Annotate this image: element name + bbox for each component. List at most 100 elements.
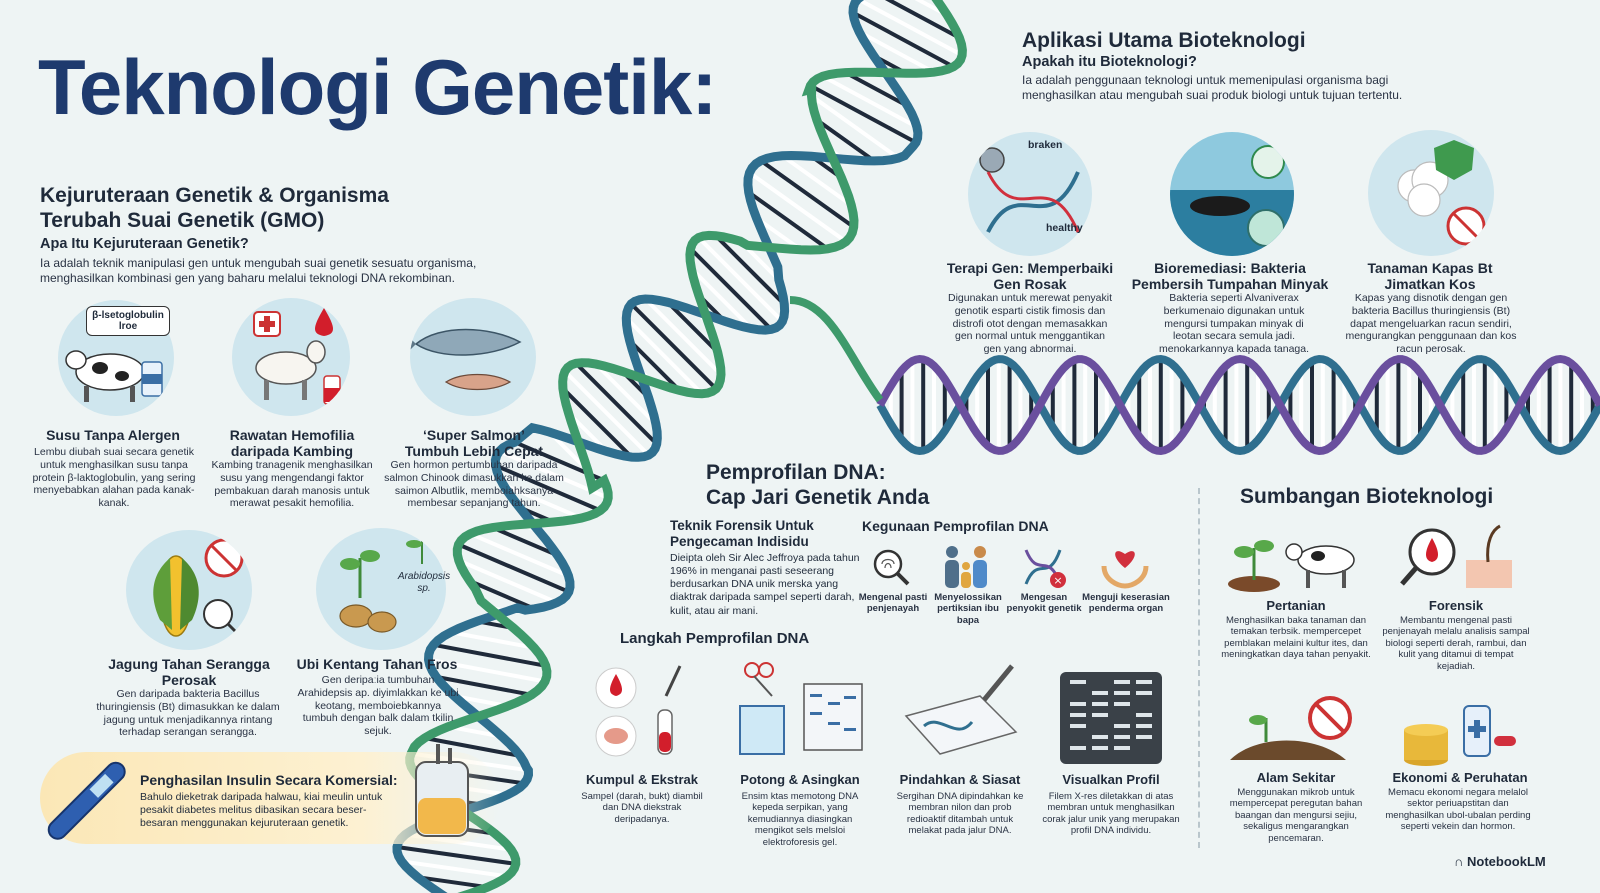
apps-title: Aplikasi Utama Bioteknologi (1022, 29, 1306, 52)
protein-speech-bubble: β-lsetoglobulin lroe (86, 306, 170, 336)
cotton-icon (1397, 140, 1486, 246)
helix-base-pair (594, 362, 658, 426)
card-title-gene-therapy: Terapi Gen: Memperbaiki Gen Rosak (946, 260, 1114, 293)
forensic-magnifier-icon (1396, 522, 1516, 594)
contrib-title-agriculture: Pertanian (1266, 598, 1326, 613)
contrib-desc-agriculture: Menghasilkan baka tanaman dan temakan te… (1221, 615, 1371, 661)
gmo-description: Ia adalah teknik manipulasi gen untuk me… (40, 256, 560, 286)
use-genetic-disease: Mengesan penyokit genetik (1006, 592, 1082, 615)
helix-base-pair (815, 118, 876, 163)
card-desc-bioremediation: Bakteria seperti Alvaniverax berkumenaio… (1158, 292, 1310, 356)
gene-therapy-illustration (968, 132, 1092, 256)
step-desc-collect: Sampel (darah, bukt) diambil dan DNA die… (581, 791, 703, 825)
helix-base-pair (759, 159, 855, 229)
sample-extract-icon (590, 660, 700, 764)
card-desc-frost-potato: Gen deripaːia tumbuhan Arahidepsis ap. d… (297, 674, 459, 738)
helix-base-pair (827, 146, 845, 161)
helix-base-pair (914, 0, 949, 18)
gmo-section-title: Kejuruteraan Genetik & Organisma Terubah… (40, 183, 480, 233)
helix-base-pair (858, 30, 935, 74)
helix-base-pair (624, 316, 704, 396)
goat-illustration (232, 298, 350, 416)
helix-base-pair (476, 619, 514, 631)
helix-base-pair (417, 875, 488, 890)
contrib-desc-environment: Menggunakan mikrob untuk mempercepat per… (1229, 787, 1363, 844)
film-band (1070, 724, 1086, 728)
helix-base-pair (856, 0, 964, 58)
insulin-desc: Bahulo dieketrak daripada halwau, kiai m… (140, 791, 383, 830)
card-desc-hemophilia: Kambing tranagenik menghasilkan susu yan… (211, 459, 373, 510)
section-divider (1198, 488, 1200, 848)
forensic-desc: Dieipta oleh Sir Alec Jeffroya pada tahu… (670, 552, 860, 617)
agriculture-icon (1226, 526, 1366, 594)
film-band (1114, 724, 1130, 728)
helix-base-pair (697, 236, 784, 323)
helix-base-pair (694, 309, 711, 326)
film-band (1092, 713, 1108, 717)
insulin-title: Penghasilan Insulin Secara Komersial: (140, 772, 398, 788)
xray-film-icon (1060, 672, 1162, 764)
helix-base-pair (884, 0, 961, 40)
apps-question: Apakah itu Bioteknologi? (1022, 54, 1197, 70)
helix-base-pair (738, 239, 781, 282)
helix-base-pair (874, 70, 893, 84)
gmo-title-line1: Kejuruteraan Genetik & Organisma (40, 184, 389, 207)
helix-base-pair (458, 558, 558, 605)
use-organ-donor: Menguji keserasian penderma organ (1082, 592, 1170, 615)
bioreactor-icon (408, 742, 476, 842)
bt-cotton-illustration (1368, 130, 1494, 256)
step-desc-transfer: Sergihan DNA dipindahkan ke membran nilo… (896, 791, 1024, 837)
helix-base-pair (628, 339, 681, 392)
helix-base-pair (689, 267, 753, 331)
profiling-title-line1: Pemprofilan DNA: (706, 461, 886, 484)
card-title-bioremediation: Bioremediasi: Bakteria Pembersih Tumpaha… (1131, 260, 1329, 293)
oil-spill-icon (1170, 145, 1294, 256)
helix-base-pair (810, 154, 843, 180)
step-title-transfer: Pindahkan & Siasat (899, 772, 1021, 787)
film-band (1136, 713, 1152, 717)
corn-icon (153, 538, 244, 638)
helix-strand-c (876, 354, 1600, 456)
profiling-title-line2: Cap Jari Genetik Anda (706, 486, 930, 510)
helix-base-pair (781, 154, 853, 207)
virus-dna-icon (979, 147, 1080, 233)
profiling-title: Pemprofilan DNA: Cap Jari Genetik Anda (706, 460, 929, 510)
helix-base-pair (666, 300, 720, 354)
film-band (1136, 680, 1152, 684)
use-identify-criminal: Mengenal pasti penjenayah (858, 592, 928, 615)
coins-medicine-icon (1400, 696, 1520, 768)
film-band (1070, 702, 1086, 706)
film-band (1136, 691, 1152, 695)
brand-text: NotebookLM (1467, 854, 1546, 869)
helix-base-pair (809, 83, 917, 145)
gmo-desc-line2: menghasilkan kombinasi gen yang baharu m… (40, 271, 455, 285)
contrib-title-environment: Alam Sekitar (1256, 770, 1336, 785)
fingerprint-magnifier-icon (870, 546, 912, 588)
film-band (1070, 713, 1086, 717)
family-icon (940, 544, 994, 590)
helix-base-pair (457, 542, 570, 594)
brand-icon: ∩ (1454, 854, 1467, 869)
helix-base-pair (574, 361, 659, 446)
step-desc-visualize: Filem X-res diletakkan di atas membran u… (1042, 791, 1180, 837)
salmon-icon (410, 328, 522, 391)
potato-illustration (316, 528, 446, 650)
card-desc-bt-cotton: Kapas yang disnotik dengan gen bakteria … (1345, 292, 1517, 356)
helix-base-pair (491, 525, 559, 558)
steps-title: Langkah Pemprofilan DNA (620, 630, 810, 647)
helix-base-pair (755, 216, 802, 252)
film-band (1114, 746, 1130, 750)
film-band (1092, 691, 1108, 695)
helix-base-pair (521, 522, 541, 534)
helix-base-pair (747, 190, 829, 251)
helix-base-pair (643, 297, 723, 377)
transfer-probe-icon (900, 656, 1022, 760)
helix-base-pair (488, 605, 508, 614)
card-title-pest-resistant-corn: Jagung Tahan Serangga Perosak (108, 656, 270, 689)
card-desc-super-salmon: Gen hormon pertumbuhan daripada salmon C… (384, 459, 564, 510)
film-band (1092, 735, 1108, 739)
dna-error-icon: × (1018, 544, 1068, 590)
film-band (1070, 680, 1086, 684)
helix-base-pair (567, 411, 609, 453)
goat-icon (253, 308, 341, 405)
